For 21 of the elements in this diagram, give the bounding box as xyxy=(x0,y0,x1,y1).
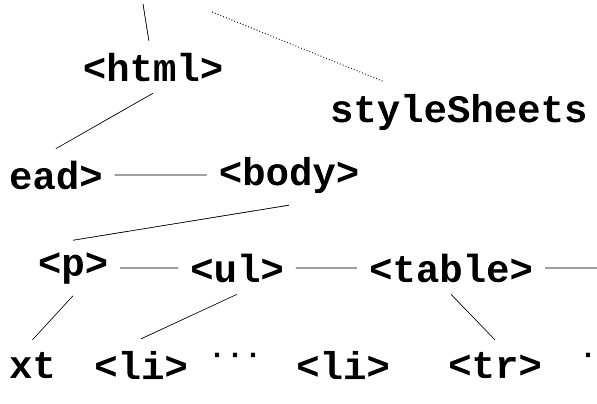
tag-label: <body> xyxy=(220,156,358,194)
tag-label: xt xyxy=(10,352,52,378)
tree-line xyxy=(450,294,496,340)
tree-line xyxy=(32,295,74,340)
tag-label: <table> xyxy=(371,254,531,282)
tree-line xyxy=(140,294,238,340)
tag-label: styleSheets xyxy=(332,94,586,130)
tree-line xyxy=(114,174,208,176)
tag-label: <p> xyxy=(40,252,106,284)
tree-line xyxy=(72,204,290,241)
tree-line xyxy=(55,92,154,150)
tag-label: <ul> xyxy=(192,254,282,282)
ellipsis: ··· xyxy=(214,352,256,358)
tag-label: ead> xyxy=(10,160,101,190)
tree-line xyxy=(142,4,150,42)
ellipsis: · xyxy=(586,352,590,358)
tag-label: <tr> xyxy=(450,352,540,378)
tag-label: <li> xyxy=(96,350,186,380)
tag-label: <html> xyxy=(84,52,222,82)
tree-line xyxy=(212,12,385,82)
tag-label: <li> xyxy=(298,350,388,380)
